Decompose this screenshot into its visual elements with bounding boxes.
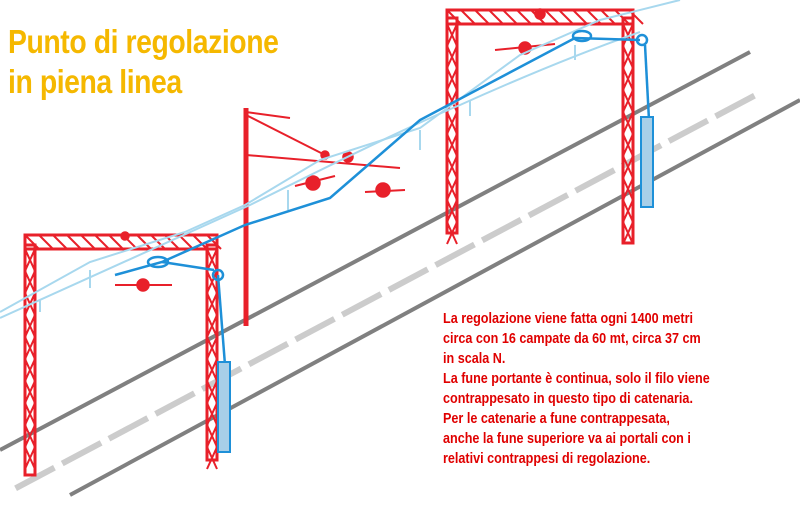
note-line: anche la fune superiore va ai portali co… — [443, 430, 691, 447]
rail-right — [69, 98, 800, 497]
sleeper — [294, 316, 336, 343]
note-line: relativi contrappesi di regolazione. — [443, 450, 651, 467]
note-line: La fune portante è continua, solo il fil… — [443, 370, 710, 387]
right-portal-lattice — [446, 9, 644, 245]
sleeper — [247, 341, 290, 367]
page-title: Punto di regolazione in piena linea — [8, 22, 279, 102]
sleeper — [154, 390, 196, 417]
note-line: circa con 16 campate da 60 mt, circa 37 … — [443, 330, 701, 347]
title-line-2: in piena linea — [8, 63, 182, 100]
note-line: La regolazione viene fatta ogni 1400 met… — [443, 310, 693, 327]
sleeper — [14, 465, 56, 491]
cantilever-mast — [243, 108, 401, 326]
left-portal — [23, 233, 222, 477]
counterweight-right — [640, 116, 654, 208]
left-portal-lattice — [24, 234, 222, 470]
note-line: contrappesato in questo tipo di catenari… — [443, 390, 693, 407]
sleeper — [387, 266, 430, 293]
sleeper — [574, 167, 616, 194]
sleeper — [527, 192, 570, 219]
sleeper — [667, 117, 710, 144]
sleeper — [480, 217, 523, 243]
sleeper — [340, 291, 383, 318]
messenger-wire — [0, 0, 681, 319]
explanation-note: La regolazione viene fatta ogni 1400 met… — [443, 309, 710, 469]
sleeper — [60, 440, 103, 467]
note-line: Per le catenarie a fune contrappesata, — [443, 410, 670, 427]
sleeper — [434, 241, 476, 268]
sleeper — [107, 415, 150, 442]
contact-wire — [114, 29, 651, 366]
title-line-1: Punto di regolazione — [8, 23, 279, 60]
insulators — [115, 8, 556, 292]
right-portal — [445, 8, 644, 245]
note-line: in scala N. — [443, 350, 506, 367]
sleeper — [714, 93, 756, 119]
counterweight-left — [217, 361, 231, 453]
